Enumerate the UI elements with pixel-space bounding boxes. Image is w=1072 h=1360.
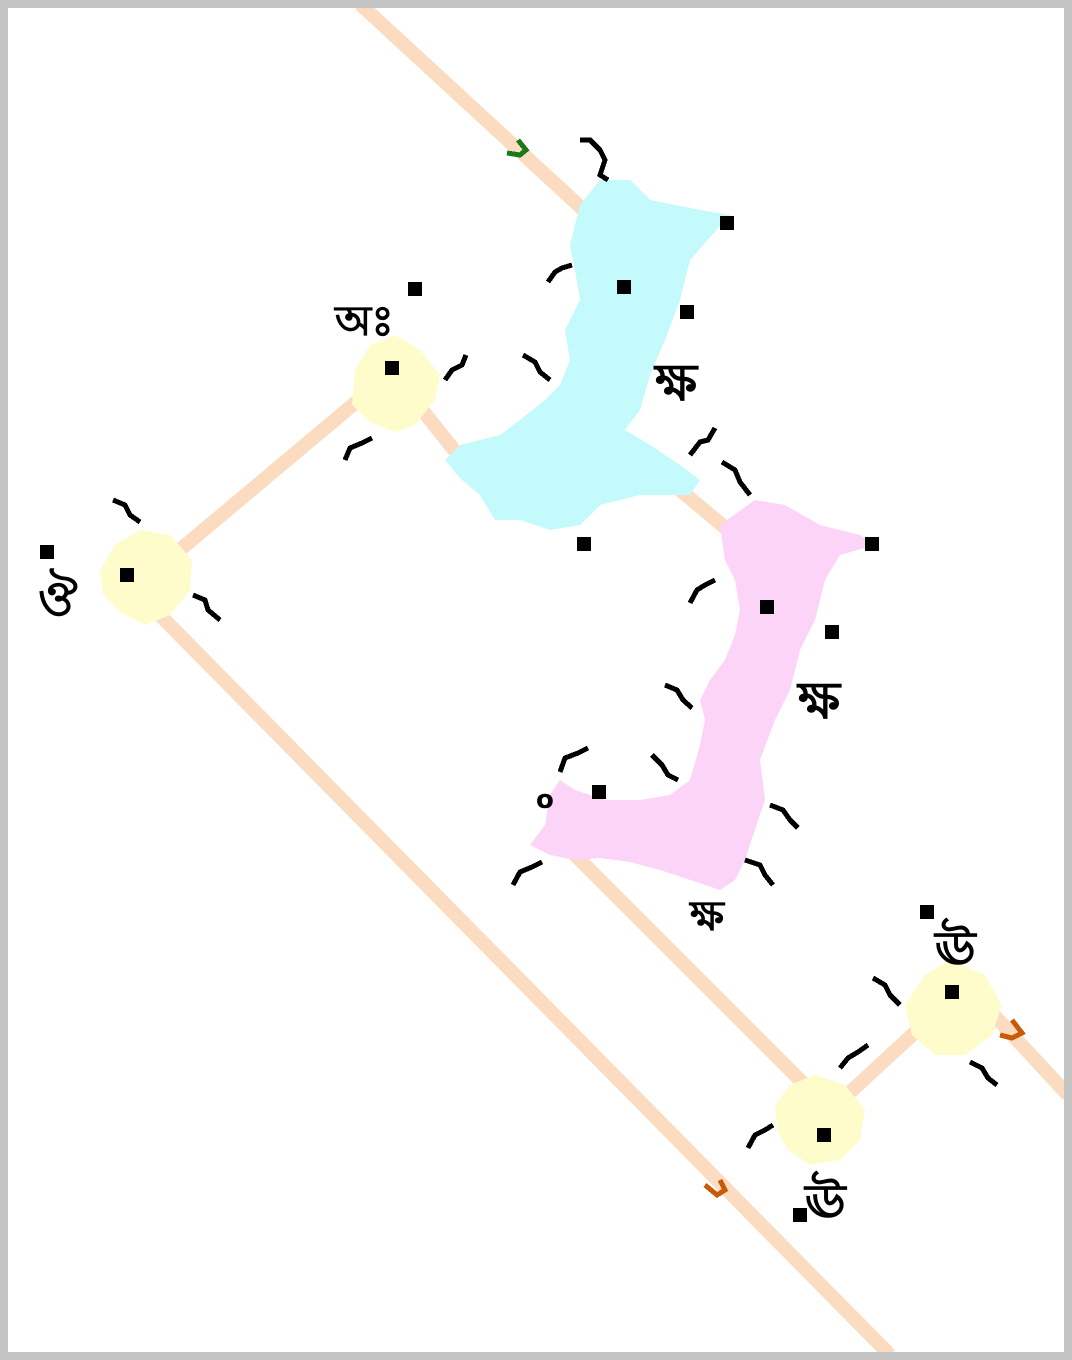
tick-glyph-icon <box>545 262 573 284</box>
tick-glyph-icon <box>745 1122 775 1150</box>
tick-glyph-icon <box>744 857 775 887</box>
tick-glyph-icon <box>968 1059 999 1087</box>
tick-glyph-icon <box>521 352 552 382</box>
square-markers <box>40 216 959 1222</box>
tick-glyph-icon <box>557 745 590 773</box>
tick-glyph-icon <box>664 682 694 710</box>
label-junction-left: ঔ <box>38 568 78 627</box>
square-marker-icon[interactable] <box>617 280 631 294</box>
tick-glyph-icon <box>442 354 469 382</box>
label-cyan-region: ক্ষ <box>653 353 699 413</box>
square-marker-icon[interactable] <box>817 1128 831 1142</box>
tick-glyphs <box>112 137 999 1150</box>
tick-glyph-icon <box>871 975 902 1007</box>
road-left-to-top-junction <box>145 366 397 581</box>
square-marker-icon[interactable] <box>793 1208 807 1222</box>
tick-glyph-icon <box>510 859 544 887</box>
square-marker-icon[interactable] <box>120 568 134 582</box>
direction-arrow-icon[interactable] <box>506 138 530 158</box>
square-marker-icon[interactable] <box>760 600 774 614</box>
tick-glyph-icon <box>687 577 717 605</box>
label-pink-region: ক্ষ <box>796 671 842 731</box>
square-marker-icon[interactable] <box>408 282 422 296</box>
label-junction-br-bottom: ঊ <box>803 1170 848 1230</box>
tick-glyph-icon <box>720 459 752 497</box>
square-marker-icon[interactable] <box>577 537 591 551</box>
square-marker-icon[interactable] <box>592 785 606 799</box>
junction-br-top[interactable] <box>905 960 1002 1055</box>
road-left-long-diagonal <box>140 595 895 1352</box>
square-marker-icon[interactable] <box>865 537 879 551</box>
tick-glyph-icon <box>688 426 718 457</box>
region-pink[interactable] <box>530 500 875 890</box>
region-cyan[interactable] <box>445 180 730 530</box>
tick-glyph-icon <box>769 802 800 830</box>
square-marker-icon[interactable] <box>40 545 54 559</box>
tick-glyph-icon <box>650 753 680 783</box>
junction-left[interactable] <box>100 530 192 625</box>
square-marker-icon[interactable] <box>825 625 839 639</box>
junction-top[interactable] <box>352 335 440 432</box>
map-labels: অঃ ঔ ক্ষ ক্ষ ক্ষ ঊ ঊ o <box>38 296 978 1230</box>
tick-glyph-icon <box>342 435 374 461</box>
direction-arrow-icon[interactable] <box>999 1018 1026 1041</box>
square-marker-icon[interactable] <box>945 985 959 999</box>
label-pink-bottom: ক্ষ <box>688 891 726 940</box>
tick-glyph-icon <box>838 1042 870 1070</box>
junction-br-bottom[interactable] <box>775 1075 865 1165</box>
label-junction-top: অঃ <box>333 296 394 345</box>
tick-glyph-icon <box>192 592 222 622</box>
square-marker-icon[interactable] <box>385 361 399 375</box>
tick-glyph-icon <box>580 137 610 183</box>
direction-arrow-icon[interactable] <box>703 1178 729 1199</box>
label-junction-br-top: ঊ <box>933 917 978 977</box>
road-pink-to-br-junction <box>555 835 825 1105</box>
label-pink-o-glyph: o <box>536 785 554 815</box>
direction-arrows <box>506 138 1026 1199</box>
tick-glyph-icon <box>112 497 142 525</box>
road-top-diagonal <box>355 8 605 231</box>
square-marker-icon[interactable] <box>720 216 734 230</box>
square-marker-icon[interactable] <box>920 905 934 919</box>
square-marker-icon[interactable] <box>680 305 694 319</box>
junctions <box>100 335 1002 1165</box>
